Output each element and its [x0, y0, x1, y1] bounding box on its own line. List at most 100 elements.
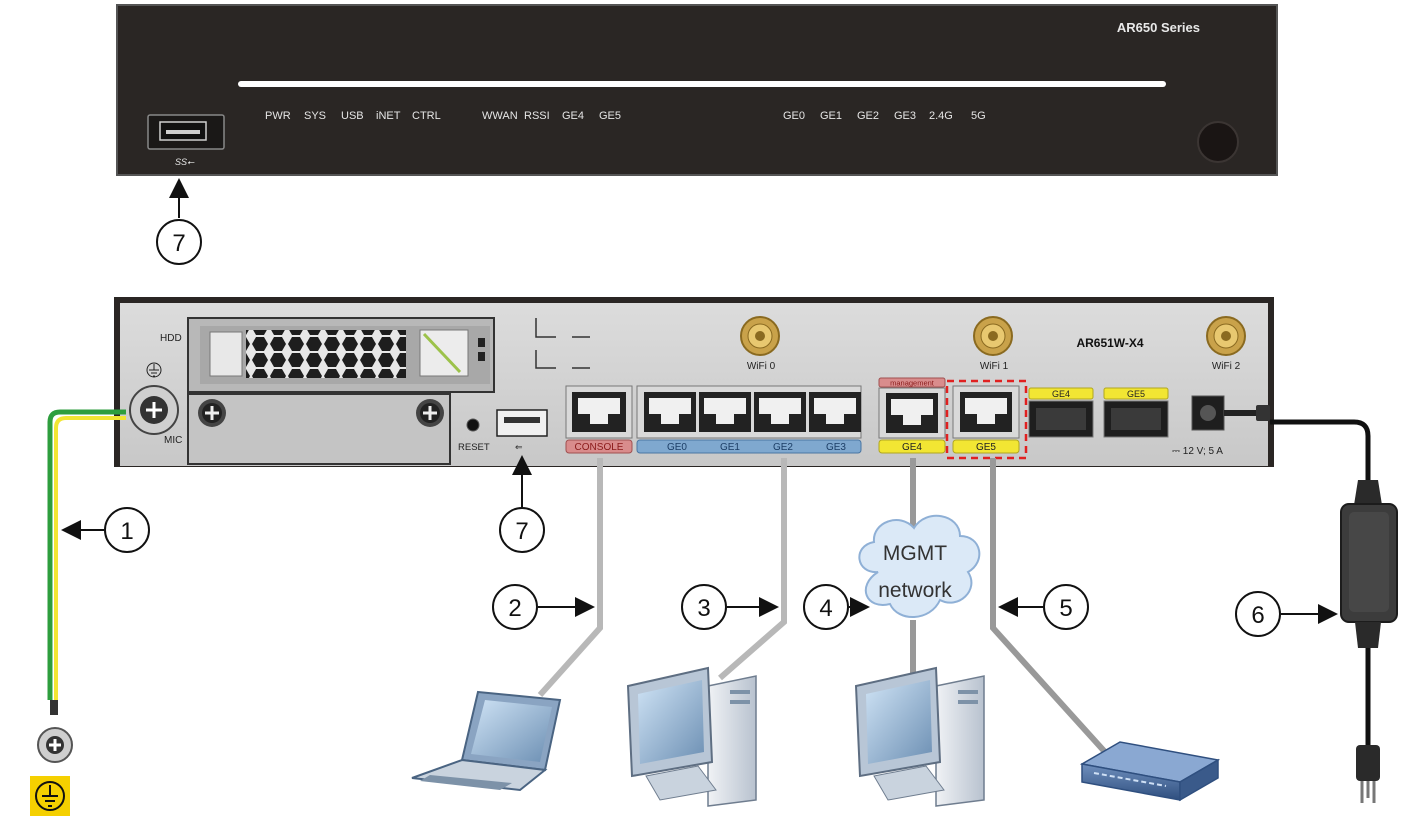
ge5-label: GE5 — [976, 442, 996, 453]
led-24g: 2.4G — [929, 110, 953, 122]
sfp-port-ge5[interactable] — [1103, 400, 1169, 438]
callout-7-rear: 7 — [499, 455, 545, 553]
desktop-pc-icon-1 — [626, 666, 757, 807]
ge5-tag — [952, 439, 1020, 454]
wifi2-antenna-icon — [1206, 316, 1246, 356]
network-switch-icon — [1079, 741, 1221, 802]
led-pwr: PWR — [265, 110, 291, 122]
callout-3-label: 3 — [697, 595, 710, 622]
hdd-vent — [246, 330, 406, 378]
led-ge5: GE5 — [599, 110, 621, 122]
expansion-slot — [187, 393, 451, 465]
lan-port-ge3[interactable] — [809, 392, 861, 432]
ge5-cable — [990, 458, 1108, 755]
ge5-highlight-box — [945, 379, 1028, 460]
led-wwan: WWAN — [482, 110, 518, 122]
reset-button[interactable] — [466, 418, 480, 432]
lan-port-ge0[interactable] — [644, 392, 696, 432]
series-label: AR650 Series — [1117, 20, 1200, 35]
front-chassis — [116, 4, 1278, 176]
lan-port-ge1[interactable] — [699, 392, 751, 432]
console-tag — [565, 439, 633, 454]
led-usb: USB — [341, 110, 364, 122]
console-label: CONSOLE — [575, 442, 624, 453]
power-button[interactable] — [1197, 121, 1239, 163]
power-input-port[interactable] — [1191, 395, 1225, 431]
model-label: AR651W-X4 — [1076, 336, 1143, 350]
led-labels-left: PWR SYS USB iNET CTRL — [265, 110, 441, 122]
wifi1-label: WiFi 1 — [980, 361, 1009, 372]
sfp-tag-ge4 — [1028, 387, 1094, 400]
light-strip — [238, 81, 1166, 87]
sfp-label-ge5: GE5 — [1127, 389, 1145, 399]
callout-2: 2 — [492, 584, 595, 630]
ground-terminal: MIC — [129, 362, 182, 446]
led-labels-right: GE0 GE1 GE2 GE3 2.4G 5G — [783, 110, 986, 122]
led-5g: 5G — [971, 110, 986, 122]
sfp-tag-ge5 — [1103, 387, 1169, 400]
decorative-marks — [535, 318, 590, 369]
hdd-bay: HDD — [160, 317, 495, 393]
callout-7-rear-label: 7 — [515, 518, 528, 545]
management-tag — [878, 377, 946, 388]
lan-port-ge2[interactable] — [754, 392, 806, 432]
earth-ground-icon — [30, 776, 70, 816]
front-panel: AR650 Series PWR SYS USB iNET CTRL WWAN … — [116, 4, 1278, 176]
front-usb-port[interactable] — [147, 114, 225, 150]
wifi0-antenna-icon — [740, 316, 780, 356]
power-adapter — [1224, 405, 1398, 803]
console-cable — [537, 458, 603, 698]
lan-label-ge2: GE2 — [773, 442, 793, 453]
callout-4-label: 4 — [819, 595, 832, 622]
callout-1-label: 1 — [120, 518, 133, 545]
ge5-port[interactable] — [952, 385, 1020, 439]
slot-screw-left — [198, 399, 226, 427]
ge4-tag — [878, 439, 946, 454]
sfp-label-ge4: GE4 — [1052, 389, 1070, 399]
led-ge2: GE2 — [857, 110, 879, 122]
console-port[interactable] — [565, 385, 633, 439]
led-sys: SYS — [304, 110, 326, 122]
usb-icon: ⇐ — [515, 442, 523, 452]
led-ge4: GE4 — [562, 110, 584, 122]
ge4-port[interactable] — [878, 387, 946, 439]
sfp-port-ge4[interactable] — [1028, 400, 1094, 438]
led-inet: iNET — [376, 110, 401, 122]
led-ge1: GE1 — [820, 110, 842, 122]
wifi2-label: WiFi 2 — [1212, 361, 1241, 372]
callout-5: 5 — [998, 584, 1089, 630]
management-label: management — [890, 379, 935, 388]
usb-ss-icon: SS⭠ — [175, 157, 195, 167]
hdd-label: HDD — [160, 333, 182, 344]
rear-panel: HDD MIC — [114, 297, 1274, 467]
callout-7-front-label: 7 — [172, 230, 185, 257]
lan-cable — [718, 458, 787, 681]
rear-usb-port[interactable] — [496, 409, 548, 437]
slot-screw-right — [416, 399, 444, 427]
cloud-line2: network — [878, 579, 952, 602]
cloud-line1: MGMT — [883, 542, 947, 565]
callout-2-label: 2 — [508, 595, 521, 622]
mic-label: MIC — [164, 435, 182, 446]
ge4-label: GE4 — [902, 442, 922, 453]
callout-4: 4 — [803, 584, 870, 630]
callout-6: 6 — [1235, 591, 1338, 637]
led-ge0: GE0 — [783, 110, 805, 122]
lan-tag — [636, 439, 862, 454]
callout-6-label: 6 — [1251, 602, 1264, 629]
callout-3: 3 — [681, 584, 779, 630]
wifi1-antenna-icon — [973, 316, 1013, 356]
mgmt-cloud: MGMT network — [858, 514, 981, 618]
desktop-pc-icon-2 — [854, 666, 985, 807]
callout-5-label: 5 — [1059, 595, 1072, 622]
lan-label-ge1: GE1 — [720, 442, 740, 453]
reset-label: RESET — [458, 442, 490, 453]
laptop-icon — [411, 690, 562, 792]
led-ctrl: CTRL — [412, 110, 441, 122]
callout-7-front: 7 — [156, 178, 202, 265]
led-rssi: RSSI — [524, 110, 550, 122]
led-labels-mid: WWAN RSSI GE4 GE5 — [482, 110, 621, 122]
wifi0-label: WiFi 0 — [747, 361, 776, 372]
lan-label-ge0: GE0 — [667, 442, 687, 453]
